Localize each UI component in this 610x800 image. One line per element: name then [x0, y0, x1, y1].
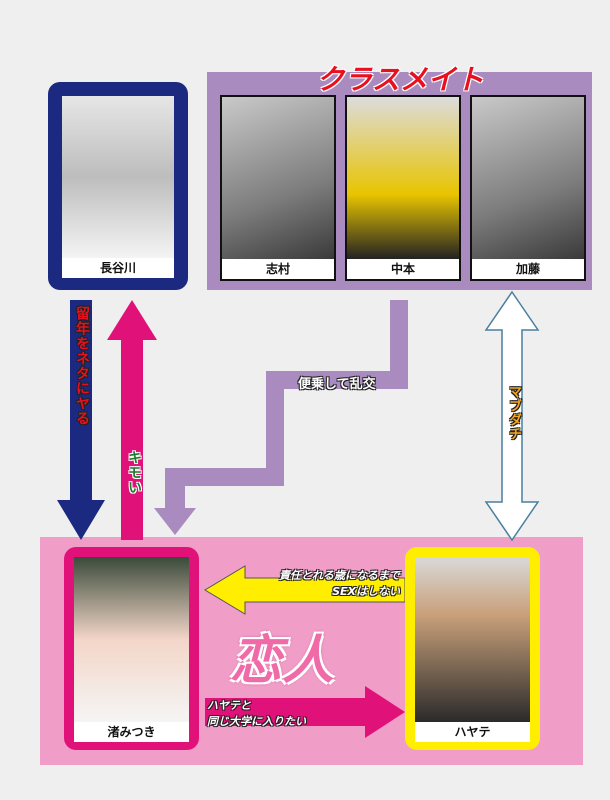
classmate-name: 中本	[347, 259, 459, 279]
classmates-title: クラスメイト	[316, 63, 484, 96]
label-line-1: ハヤテと	[207, 699, 251, 712]
classmate-photo	[222, 97, 334, 259]
label-line-2: 同じ大学に入りたい	[207, 715, 306, 728]
boyfriend-to-heroine-arrow	[204, 565, 406, 615]
teacher-card[interactable]: 長谷川	[48, 82, 188, 290]
friends-label: マブダチ	[506, 385, 521, 441]
classmate-photo	[347, 97, 459, 259]
classmate-card-kato[interactable]: 加藤	[470, 95, 586, 281]
teacher-to-heroine-label: 留年をネタにヤる	[74, 306, 90, 426]
boyfriend-photo	[415, 557, 530, 722]
boyfriend-to-heroine-label: 責任とれる歳になるまで SEXはしない	[240, 568, 400, 600]
classmate-photo	[472, 97, 584, 259]
classmates-to-heroine-arrow	[154, 300, 408, 535]
teacher-to-heroine-arrow	[57, 300, 105, 540]
heroine-name: 渚みつき	[74, 722, 189, 742]
label-line-1: 責任とれる歳になるまで	[279, 569, 400, 582]
heroine-card[interactable]: 渚みつき	[64, 547, 199, 750]
heroine-to-boyfriend-label: ハヤテと 同じ大学に入りたい	[207, 698, 306, 730]
heroine-to-teacher-arrow	[107, 300, 157, 540]
classmate-card-nakamoto[interactable]: 中本	[345, 95, 461, 281]
lovers-label: 恋人	[230, 631, 335, 691]
teacher-name: 長谷川	[62, 258, 174, 278]
classmate-name: 志村	[222, 259, 334, 279]
boyfriend-card[interactable]: ハヤテ	[405, 547, 540, 750]
heroine-photo	[74, 557, 189, 722]
heroine-to-boyfriend-arrow	[205, 686, 405, 738]
classmates-to-heroine-label: 便乗して乱交	[298, 377, 376, 392]
classmate-card-shimura[interactable]: 志村	[220, 95, 336, 281]
teacher-photo	[62, 96, 174, 258]
classmate-name: 加藤	[472, 259, 584, 279]
heroine-to-teacher-label: キモい	[126, 450, 142, 495]
boyfriend-name: ハヤテ	[415, 722, 530, 742]
friends-double-arrow	[484, 290, 540, 542]
label-line-2: SEXはしない	[332, 585, 400, 598]
